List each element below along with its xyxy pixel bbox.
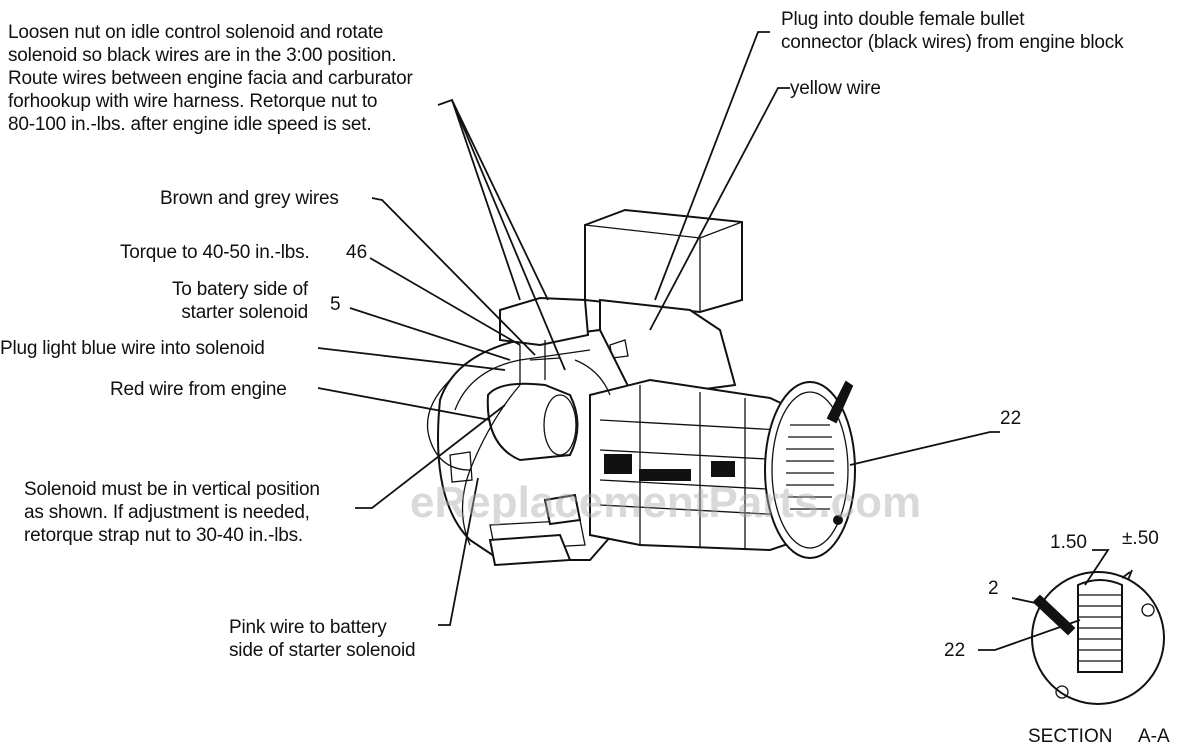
callout-solenoid-vertical: Solenoid must be in vertical position as… (24, 479, 320, 546)
watermark: eReplacementParts.com (410, 478, 922, 527)
ref-number-2: 2 (988, 578, 999, 599)
callout-torque-40-50: Torque to 40-50 in.-lbs. (120, 242, 310, 263)
callout-brown-grey-wires: Brown and grey wires (160, 188, 339, 209)
callout-idle-solenoid: Loosen nut on idle control solenoid and … (8, 22, 413, 135)
leader-lines (317, 31, 1000, 626)
dimension-1-50: 1.50 (1050, 532, 1087, 553)
ref-number-46: 46 (346, 242, 368, 263)
end-cap-vents (786, 424, 834, 510)
section-title-left: SECTION (1028, 726, 1113, 747)
callout-plug-double-connector: Plug into double female bullet connector… (781, 9, 1124, 53)
dimension-plus-minus-50: ±.50 (1122, 528, 1159, 549)
section-title-right: A-A (1138, 726, 1170, 747)
callout-yellow-wire: yellow wire (790, 78, 881, 99)
ref-number-22-section: 22 (944, 640, 966, 661)
ref-number-22-main: 22 (1000, 408, 1022, 429)
section-a-a-detail (978, 549, 1165, 705)
section-vents (1077, 579, 1123, 673)
callout-battery-side: To batery side of starter solenoid (172, 279, 309, 323)
generator-assembly (426, 208, 856, 567)
callout-light-blue-wire: Plug light blue wire into solenoid (0, 338, 265, 359)
ref-number-5: 5 (330, 294, 341, 315)
callout-pink-wire: Pink wire to battery side of starter sol… (229, 617, 416, 661)
callout-red-wire: Red wire from engine (110, 379, 287, 400)
